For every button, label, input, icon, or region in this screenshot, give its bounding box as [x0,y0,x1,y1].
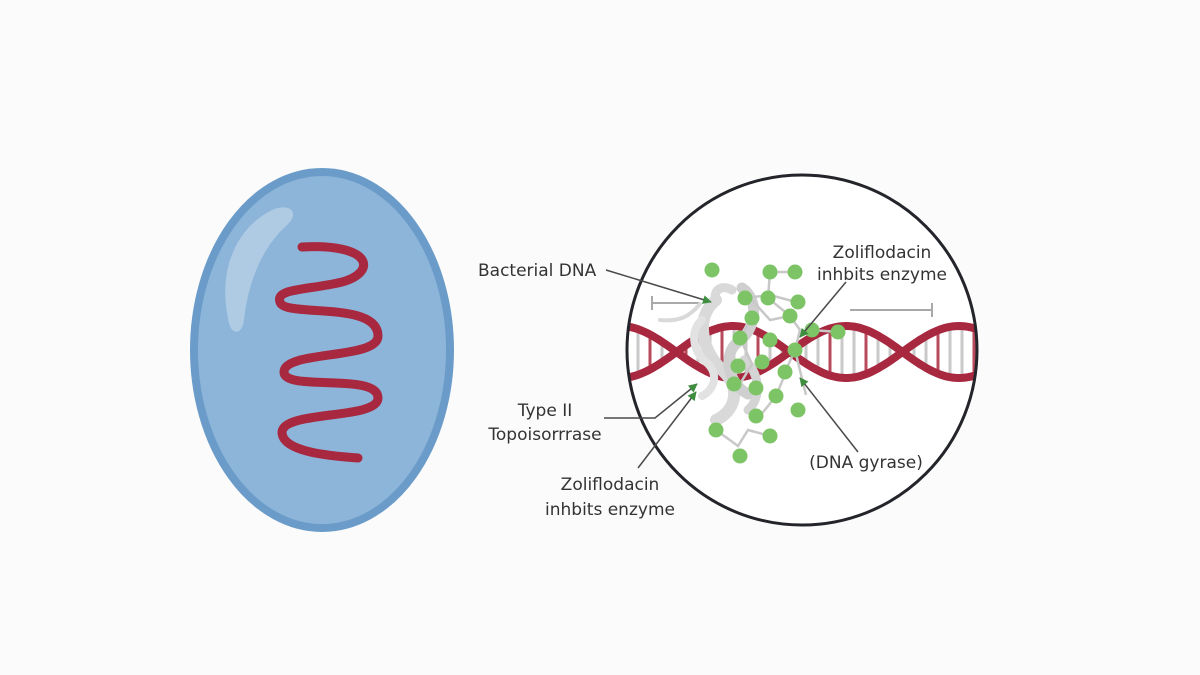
arrow-zoliflodacin-top [799,281,847,338]
label-zoliflodacin-top-1: Zoliflodacin [833,243,932,263]
label-zoliflodacin-top-2: inhbits enzyme [817,265,947,285]
label-zoliflodacin-bottom-1: Zoliflodacin [561,475,660,495]
arrow-zoliflodacin-bottom [637,391,697,469]
cell-membrane [190,168,454,532]
zoom-circle-border [625,173,979,527]
zoom-view [625,173,979,527]
label-bacterial-dna: Bacterial DNA [478,261,597,281]
labels: Bacterial DNA Zoliflodacin inhbits enzym… [478,243,947,520]
dna-strand-a [627,322,977,383]
cell-highlight [225,207,294,332]
label-type-ii-2: Topoisorrrase [487,425,601,445]
arrow-dna-gyrase [799,377,859,453]
line-type-ii [604,383,698,419]
leader-lines [604,269,859,469]
arrow-bacterial-dna [605,269,712,304]
dna-strand-b [627,321,977,382]
label-type-ii-1: Type II [517,401,572,421]
bacterial-cell [190,168,454,532]
zoliflodacin-molecules [704,262,846,464]
cell-dna-coil [275,242,383,463]
label-zoliflodacin-bottom-2: inhbits enzyme [545,500,675,520]
inhibition-marks [651,296,933,317]
label-dna-gyrase: (DNA gyrase) [809,453,923,473]
